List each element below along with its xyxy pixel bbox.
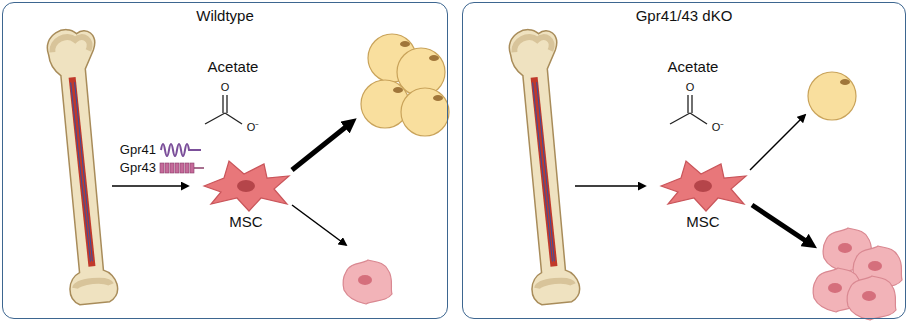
panel-title: Wildtype (3, 7, 447, 24)
gpr43-receptor (160, 163, 204, 173)
arrow (292, 205, 346, 245)
atom-label: O (221, 81, 230, 93)
panel: Gpr41/43 dKO MSC (462, 2, 906, 319)
arrow (112, 185, 188, 187)
femur (43, 27, 122, 306)
msc-cell: MSC (656, 156, 751, 230)
atom-label: O⁻ (247, 121, 260, 133)
cell-label: MSC (199, 213, 294, 230)
arrow (575, 185, 645, 187)
acetate-structure (205, 95, 242, 124)
cell-label: MSC (656, 213, 751, 230)
osteoblast (343, 260, 392, 304)
arrow (750, 115, 805, 170)
atom-label: O⁻ (712, 121, 725, 133)
thick-arrow (752, 205, 812, 245)
cell-shape (199, 156, 294, 212)
substance-label: Acetate (668, 59, 719, 76)
panel: WildtypeMSC (2, 2, 448, 319)
osteoblasts (813, 228, 902, 320)
substance-label: Acetate (208, 59, 259, 76)
adipocytes (361, 34, 449, 136)
receptor-label: Gpr43 (120, 161, 156, 175)
adipocyte (808, 72, 856, 120)
gpr41-receptor (161, 144, 201, 156)
msc-cell: MSC (199, 156, 294, 230)
acetate-structure (670, 95, 707, 124)
receptor-label: Gpr41 (120, 143, 156, 157)
femur (505, 27, 584, 306)
atom-label: O (686, 81, 695, 93)
thick-arrow (292, 122, 352, 170)
cell-shape (656, 156, 751, 212)
panel-title: Gpr41/43 dKO (463, 7, 905, 24)
